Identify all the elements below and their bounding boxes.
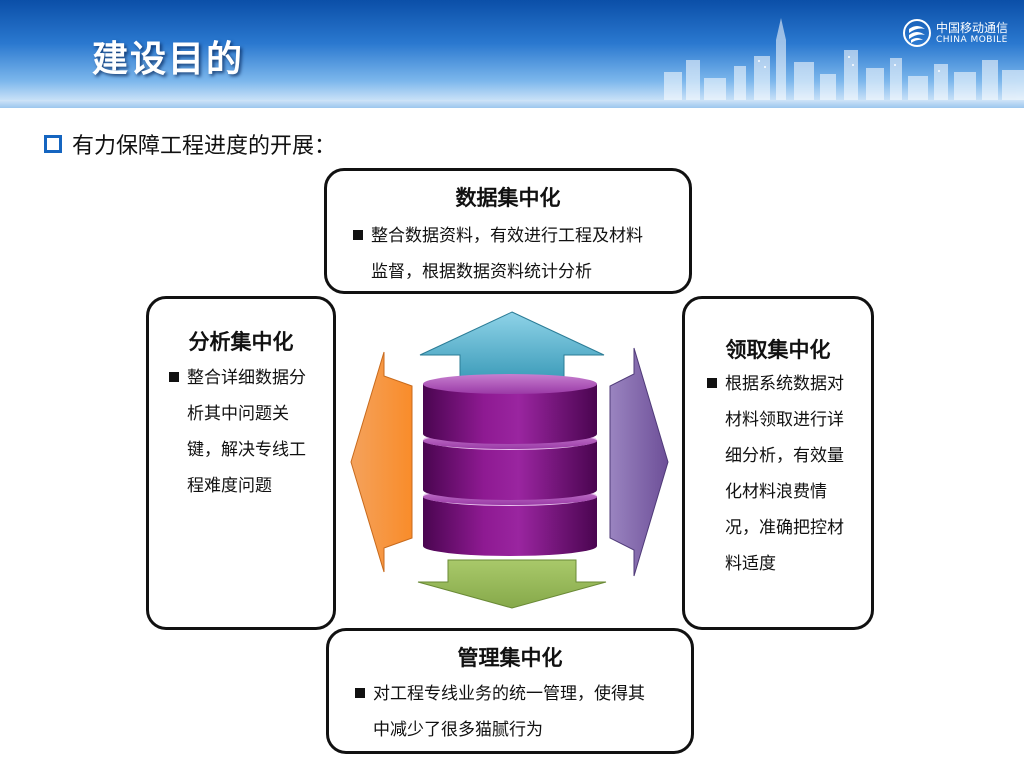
arrow-up-shape <box>419 311 605 383</box>
arrow-right-shape <box>609 347 669 577</box>
logo-en-text: CHINA MOBILE <box>936 34 1008 45</box>
square-bullet-icon <box>44 135 62 153</box>
china-mobile-logo: 中国移动通信 CHINA MOBILE <box>902 18 1008 48</box>
header-banner: 建设目的 中国移动通信 CHINA MOBILE <box>0 0 1024 108</box>
square-bullet-icon <box>707 378 717 388</box>
square-bullet-icon <box>355 688 365 698</box>
city-skyline-illustration <box>664 18 1024 100</box>
box-title: 管理集中化 <box>457 646 563 670</box>
square-bullet-icon <box>169 372 179 382</box>
box-bullet: 根据系统数据对材料领取进行详细分析，有效量化材料浪费情况，准确把控材料适度 <box>707 366 847 582</box>
box-collection-centralization: 领取集中化 根据系统数据对材料领取进行详细分析，有效量化材料浪费情况，准确把控材… <box>682 296 874 630</box>
header-stripe <box>0 100 1024 108</box>
arrow-left-shape <box>350 351 413 573</box>
box-analysis-centralization: 分析集中化 整合详细数据分析其中问题关键，解决专线工程难度问题 <box>146 296 336 630</box>
box-text: 对工程专线业务的统一管理，使得其中减少了很多猫腻行为 <box>373 684 645 740</box>
box-title: 数据集中化 <box>455 186 561 210</box>
china-mobile-emblem-icon <box>903 19 931 47</box>
main-bullet: 有力保障工程进度的开展： <box>44 128 336 160</box>
box-text: 整合数据资料，有效进行工程及材料监督，根据数据资料统计分析 <box>371 226 643 282</box>
box-bullet: 整合详细数据分析其中问题关键，解决专线工程难度问题 <box>169 360 309 504</box>
main-bullet-text: 有力保障工程进度的开展： <box>72 134 337 159</box>
box-bullet: 对工程专线业务的统一管理，使得其中减少了很多猫腻行为 <box>355 676 661 748</box>
square-bullet-icon <box>353 230 363 240</box>
logo-cn-text: 中国移动通信 <box>936 20 1009 35</box>
box-management-centralization: 管理集中化 对工程专线业务的统一管理，使得其中减少了很多猫腻行为 <box>326 628 694 754</box>
box-bullet: 整合数据资料，有效进行工程及材料监督，根据数据资料统计分析 <box>353 218 659 290</box>
box-text: 根据系统数据对材料领取进行详细分析，有效量化材料浪费情况，准确把控材料适度 <box>725 374 844 574</box>
box-data-centralization: 数据集中化 整合数据资料，有效进行工程及材料监督，根据数据资料统计分析 <box>324 168 692 294</box>
box-title: 领取集中化 <box>725 338 831 362</box>
database-cylinder-icon <box>423 374 597 556</box>
page-title: 建设目的 <box>92 39 245 80</box>
box-text: 整合详细数据分析其中问题关键，解决专线工程难度问题 <box>187 368 306 496</box>
box-title: 分析集中化 <box>188 330 294 354</box>
arrow-down-shape <box>417 559 607 609</box>
